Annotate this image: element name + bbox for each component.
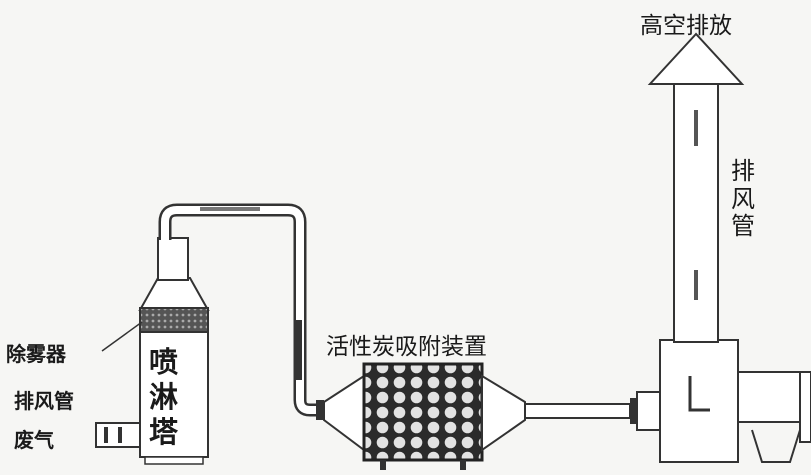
inlet-duct-label: 排风管 <box>14 389 74 413</box>
waste-gas-inlet-pipe <box>95 422 141 448</box>
tower-label-char: 淋 <box>149 379 179 414</box>
tower-label-char: 喷 <box>149 345 179 379</box>
stack-label-char: 管 <box>731 212 755 241</box>
stack-label-char: 风 <box>731 184 755 213</box>
fan-housing <box>636 339 811 463</box>
spray-tower <box>138 237 210 465</box>
stack-label-char: 排 <box>731 157 755 185</box>
stack-label: 排 风 管 <box>731 157 755 241</box>
demister-label: 除雾器 <box>6 342 66 366</box>
duct-flange <box>316 400 324 420</box>
tower-label-char: 塔 <box>149 414 179 449</box>
outlet-label: 高空排放 <box>640 13 732 39</box>
demister-leader-line <box>101 321 143 352</box>
tower-label: 喷 淋 塔 <box>149 345 178 449</box>
waste-gas-label: 废气 <box>14 428 54 452</box>
exhaust-stack <box>647 32 745 343</box>
outlet-pipe <box>524 398 637 424</box>
demister-layer <box>139 307 209 335</box>
adsorber-label: 活性炭吸附装置 <box>326 334 487 360</box>
activated-carbon-adsorber <box>323 362 526 470</box>
